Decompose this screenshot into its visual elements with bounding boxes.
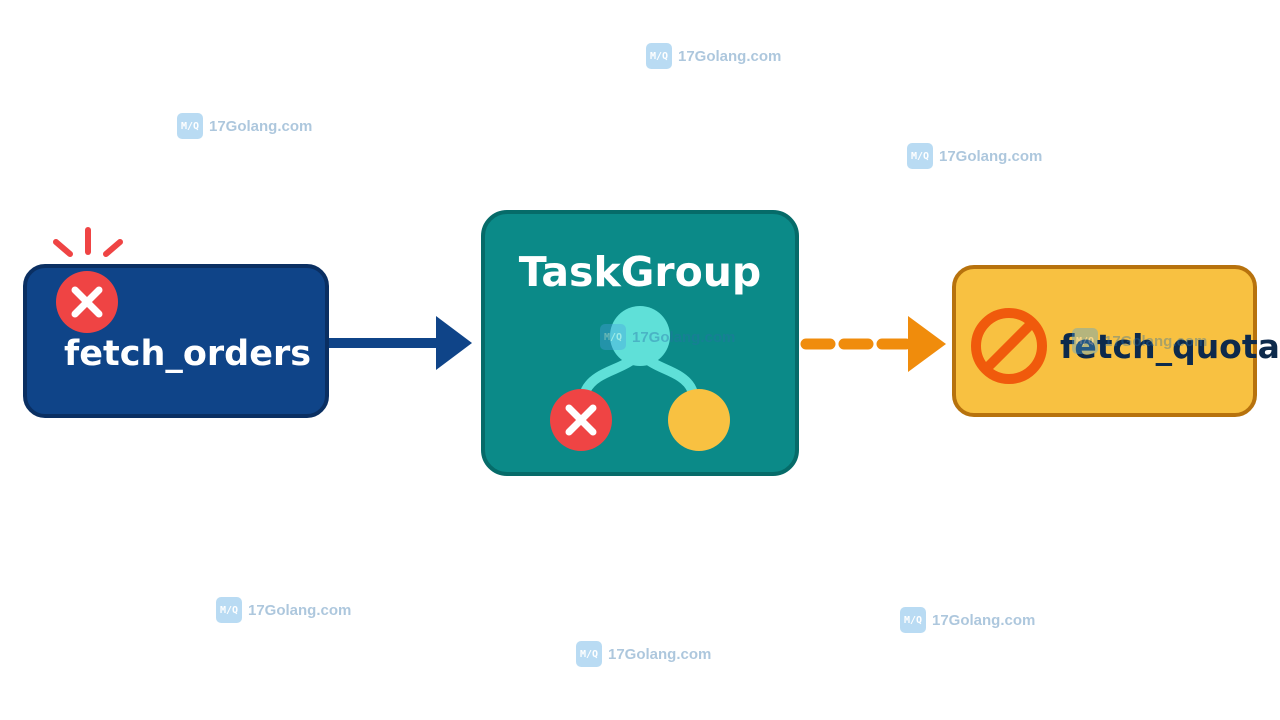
pending-child-node — [668, 389, 730, 451]
fetch-orders-label: fetch_orders — [64, 334, 312, 374]
dashed-arrowhead-icon — [908, 316, 946, 372]
node-fetch-quota: fetch_quota — [952, 265, 1280, 417]
fetch-quota-label: fetch_quota — [1060, 327, 1280, 366]
task-tree-icon — [550, 306, 730, 451]
taskgroup-label: TaskGroup — [518, 248, 762, 296]
arrowhead-icon — [436, 316, 472, 370]
root-task-node — [610, 306, 670, 366]
error-x-icon — [56, 271, 118, 333]
alert-burst-icon — [53, 227, 123, 257]
failed-child-x-icon — [550, 389, 612, 451]
prohibited-icon — [971, 308, 1047, 384]
edge-taskgroup-to-quota — [800, 316, 946, 372]
